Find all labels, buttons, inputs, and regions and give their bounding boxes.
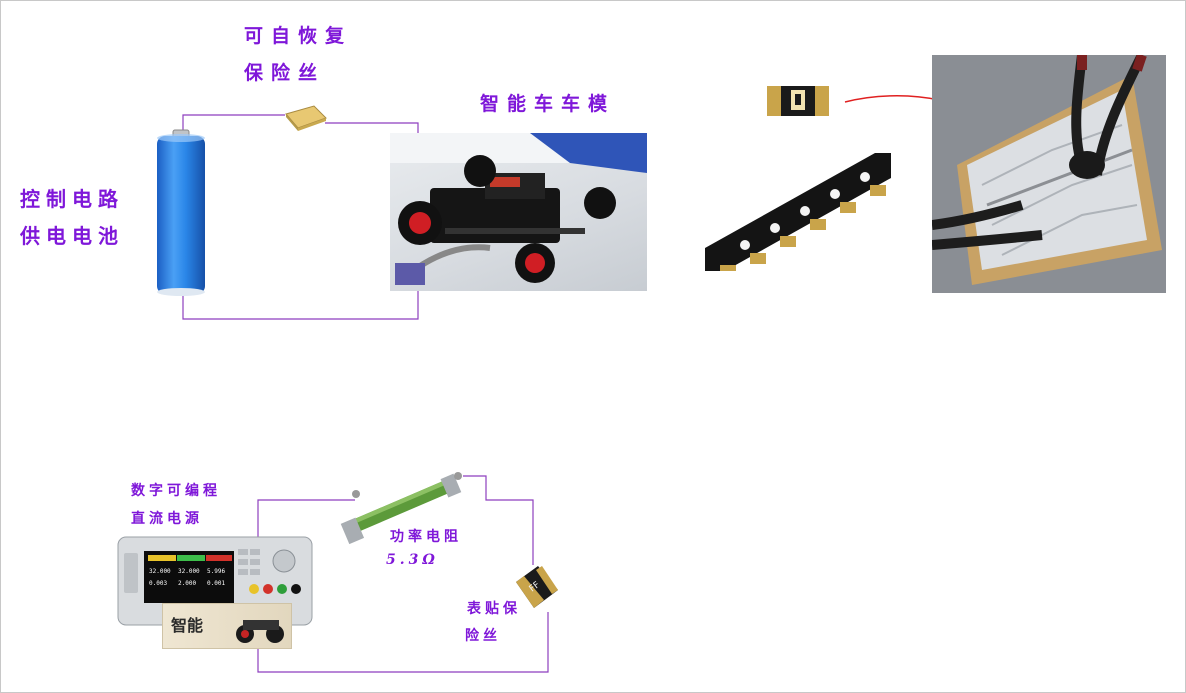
smd-fuse-label-line2: 险丝 [465, 628, 501, 644]
smart-car-poster-image: 智能 [162, 603, 292, 649]
resettable-fuse-label-line2: 保险丝 [244, 62, 326, 84]
psu-value-4: 0.003 [149, 580, 167, 587]
battery-image [157, 129, 205, 296]
wire-resistor-to-fuse [463, 475, 534, 565]
test-board-photo [932, 55, 1166, 293]
smd-fuse-label-line1: 表贴保 [467, 601, 521, 617]
battery-label-line1: 控制电路 [20, 187, 124, 211]
psu-value-1: 32.000 [149, 568, 171, 575]
wire-fuse-to-car [182, 122, 419, 320]
poster-text: 智能 [171, 616, 204, 635]
resettable-fuse-label-line1: 可自恢复 [244, 25, 353, 47]
smart-car-photo [390, 133, 647, 291]
smart-car-label: 智能车车模 [480, 93, 616, 115]
resistor-label-line2: 5.3Ω [386, 552, 439, 568]
battery-label-line2: 供电电池 [20, 224, 124, 248]
psu-value-3: 5.996 [207, 568, 225, 575]
wire-fuse-to-psu [257, 612, 549, 673]
psu-value-6: 0.001 [207, 580, 225, 587]
psu-label-line2: 直流电源 [131, 511, 203, 527]
resettable-fuse-image [285, 105, 327, 131]
psu-label-line1: 数字可编程 [131, 483, 221, 499]
fuse-tape-reel-photo [705, 153, 891, 271]
psu-value-5: 2.000 [178, 580, 196, 587]
smd-fuse-image: FF [516, 566, 558, 608]
fuse-chip-image [767, 86, 829, 116]
resistor-label-line1: 功率电阻 [390, 529, 462, 545]
power-resistor-image [340, 472, 462, 545]
psu-value-2: 32.000 [178, 568, 200, 575]
